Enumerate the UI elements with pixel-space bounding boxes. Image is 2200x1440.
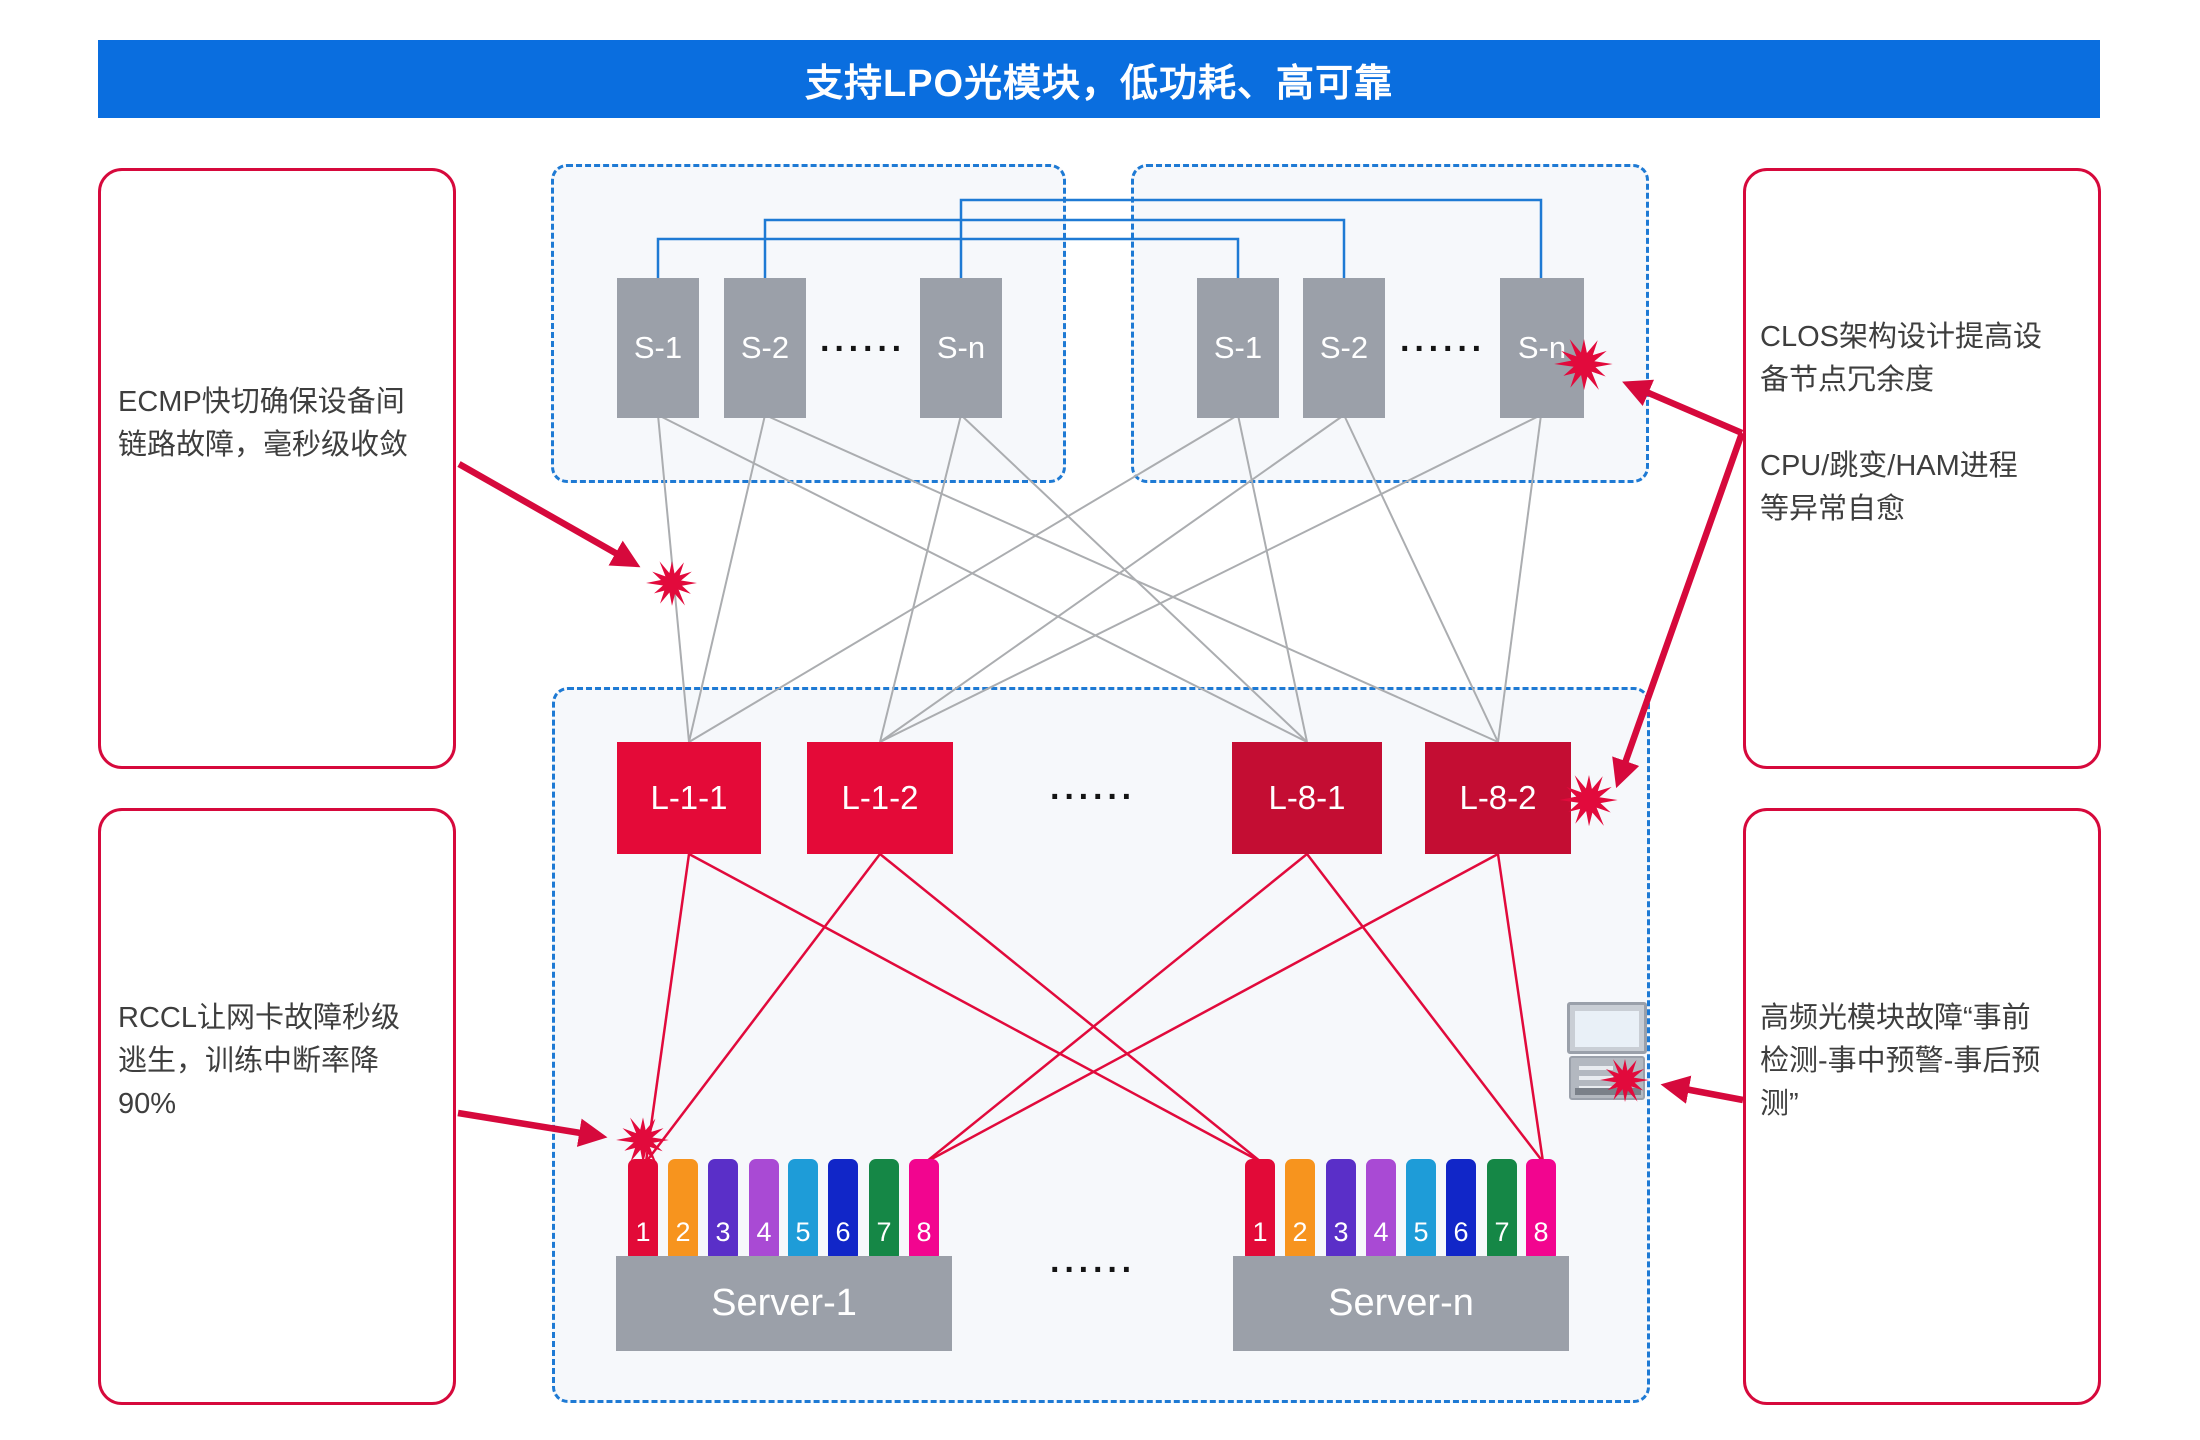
optical-module-connector — [1575, 1088, 1641, 1095]
servern-port-5-label: 5 — [1413, 1217, 1429, 1247]
server1-port-8-label: 8 — [916, 1217, 932, 1247]
servern-port-1-label: 1 — [1252, 1217, 1268, 1247]
servern-port-8-label: 8 — [1533, 1217, 1549, 1247]
optical-module-lid — [1567, 1002, 1647, 1054]
leaf-l-1-1: L-1-1 — [617, 742, 761, 854]
page-title: 支持LPO光模块，低功耗、高可靠 — [804, 62, 1394, 105]
server1-port-1-label: 1 — [635, 1217, 651, 1247]
spine-left-s1: S-1 — [617, 278, 699, 418]
spine-left-s2-label: S-2 — [740, 330, 790, 365]
spine-right-s2-label: S-2 — [1319, 330, 1369, 365]
server1-port-8: 8 — [909, 1159, 939, 1262]
spine-left-s1-label: S-1 — [633, 330, 683, 365]
note-rccl: RCCL让网卡故障秒级 逃生，训练中断率降 90% — [98, 808, 456, 1405]
note-rccl-text: RCCL让网卡故障秒级 逃生，训练中断率降 90% — [118, 1002, 400, 1120]
server1-port-6: 6 — [828, 1159, 858, 1262]
arrow-optical — [1660, 1075, 1744, 1104]
note-clos-text: CLOS架构设计提高设 备节点冗余度 CPU/跳变/HAM进程 等异常自愈 — [1760, 321, 2042, 525]
server1-port-2-label: 2 — [675, 1217, 691, 1247]
server-1-label: Server-1 — [711, 1282, 857, 1324]
spine-left-ellipsis: ······ — [820, 330, 906, 368]
server1-port-7-label: 7 — [876, 1217, 892, 1247]
server-ellipsis: ······ — [1050, 1251, 1136, 1289]
servern-port-3-label: 3 — [1333, 1217, 1349, 1247]
spine-left-sn-label: S-n — [936, 330, 986, 365]
optical-module-icon — [1567, 1002, 1647, 1100]
note-ecmp: ECMP快切确保设备间 链路故障，毫秒级收敛 — [98, 168, 456, 769]
leaf-l-1-2-label: L-1-2 — [841, 779, 919, 816]
spine-left-sn: S-n — [920, 278, 1002, 418]
server-1: Server-1 — [616, 1256, 952, 1351]
server1-port-3-label: 3 — [715, 1217, 731, 1247]
leaf-l-1-1-label: L-1-1 — [650, 779, 728, 816]
servern-port-7: 7 — [1487, 1159, 1517, 1262]
optical-module-fin — [1579, 1076, 1613, 1080]
server-n-label: Server-n — [1328, 1282, 1474, 1324]
servern-port-2: 2 — [1285, 1159, 1315, 1262]
leaf-l-1-2: L-1-2 — [807, 742, 953, 854]
server1-port-5: 5 — [788, 1159, 818, 1262]
server1-port-5-label: 5 — [795, 1217, 811, 1247]
leaf-l-8-2-label: L-8-2 — [1459, 779, 1537, 816]
spine-right-s2: S-2 — [1303, 278, 1385, 418]
spine-right-sn-label: S-n — [1517, 330, 1567, 365]
spine-right-s1: S-1 — [1197, 278, 1279, 418]
servern-port-2-label: 2 — [1292, 1217, 1308, 1247]
server1-port-2: 2 — [668, 1159, 698, 1262]
server1-port-4: 4 — [749, 1159, 779, 1262]
leaf-l-8-1: L-8-1 — [1232, 742, 1382, 854]
leaf-l-8-1-label: L-8-1 — [1268, 779, 1346, 816]
burst-ecmp-link — [646, 561, 697, 606]
note-optical-text: 高频光模块故障“事前 检测-事中预警-事后预 测” — [1760, 1002, 2041, 1120]
server1-port-3: 3 — [708, 1159, 738, 1262]
optical-module-fin — [1579, 1066, 1613, 1070]
page-title-bar: 支持LPO光模块，低功耗、高可靠 — [98, 40, 2100, 118]
spine-left-s2: S-2 — [724, 278, 806, 418]
spine-right-sn: S-n — [1500, 278, 1584, 418]
note-optical: 高频光模块故障“事前 检测-事中预警-事后预 测” — [1743, 808, 2101, 1405]
servern-port-3: 3 — [1326, 1159, 1356, 1262]
spine-right-ellipsis: ······ — [1400, 330, 1486, 368]
servern-port-1: 1 — [1245, 1159, 1275, 1262]
servern-port-4: 4 — [1366, 1159, 1396, 1262]
servern-port-5: 5 — [1406, 1159, 1436, 1262]
server1-port-1: 1 — [628, 1159, 658, 1262]
server1-port-7: 7 — [869, 1159, 899, 1262]
servern-port-8: 8 — [1526, 1159, 1556, 1262]
server1-port-6-label: 6 — [835, 1217, 851, 1247]
leaf-ellipsis: ······ — [1050, 778, 1136, 816]
optical-module-window — [1575, 1011, 1639, 1047]
optical-module-body — [1569, 1056, 1645, 1100]
note-clos: CLOS架构设计提高设 备节点冗余度 CPU/跳变/HAM进程 等异常自愈 — [1743, 168, 2101, 769]
server-n: Server-n — [1233, 1256, 1569, 1351]
note-ecmp-text: ECMP快切确保设备间 链路故障，毫秒级收敛 — [118, 385, 409, 461]
servern-port-6-label: 6 — [1453, 1217, 1469, 1247]
spine-right-s1-label: S-1 — [1213, 330, 1263, 365]
server1-port-4-label: 4 — [756, 1217, 772, 1247]
servern-port-4-label: 4 — [1373, 1217, 1389, 1247]
servern-port-6: 6 — [1446, 1159, 1476, 1262]
leaf-l-8-2: L-8-2 — [1425, 742, 1571, 854]
servern-port-7-label: 7 — [1494, 1217, 1510, 1247]
